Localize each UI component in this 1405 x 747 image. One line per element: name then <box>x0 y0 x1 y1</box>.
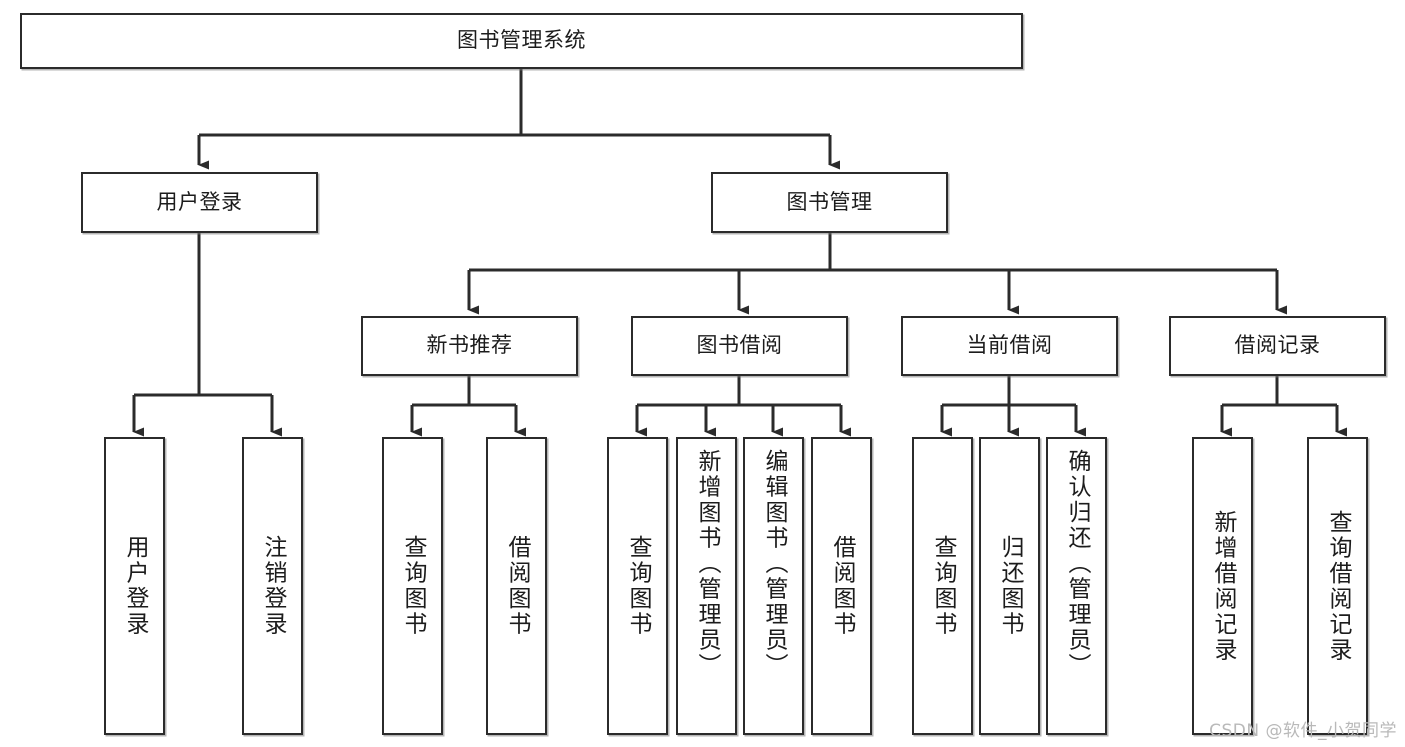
node-leaf-confirm-return[interactable]: 确认归还（管理员） <box>1046 437 1107 735</box>
node-leaf-add-borrow-record[interactable]: 新增借阅记录 <box>1192 437 1253 735</box>
node-current-borrow[interactable]: 当前借阅 <box>901 316 1118 376</box>
node-label: 借阅图书 <box>504 535 530 637</box>
node-leaf-query-book-2[interactable]: 查询图书 <box>607 437 668 735</box>
node-label: 借阅图书 <box>829 535 855 637</box>
node-label: 图书管理 <box>786 189 873 214</box>
node-label: 查询图书 <box>400 535 426 637</box>
node-label: 用户登录 <box>122 535 148 637</box>
node-label: 借阅记录 <box>1234 333 1321 358</box>
node-leaf-query-book-3[interactable]: 查询图书 <box>912 437 973 735</box>
node-leaf-borrow-book-2[interactable]: 借阅图书 <box>811 437 872 735</box>
node-label: 查询图书 <box>930 535 956 637</box>
node-label: 用户登录 <box>156 189 243 214</box>
node-label: 编辑图书（管理员） <box>761 449 787 679</box>
node-label: 确认归还（管理员） <box>1064 449 1090 679</box>
node-leaf-logout-login[interactable]: 注销登录 <box>242 437 303 735</box>
node-leaf-return-book[interactable]: 归还图书 <box>979 437 1040 735</box>
csdn-watermark: CSDN @软件_小贺同学 <box>1209 721 1397 741</box>
node-label: 查询图书 <box>625 535 651 637</box>
node-label: 图书管理系统 <box>457 28 586 53</box>
node-leaf-user-login[interactable]: 用户登录 <box>104 437 165 735</box>
node-label: 当前借阅 <box>966 333 1053 358</box>
node-label: 归还图书 <box>997 535 1023 637</box>
node-root-system[interactable]: 图书管理系统 <box>20 13 1023 69</box>
node-leaf-query-borrow-record[interactable]: 查询借阅记录 <box>1307 437 1368 735</box>
node-leaf-borrow-book-1[interactable]: 借阅图书 <box>486 437 547 735</box>
node-book-borrow[interactable]: 图书借阅 <box>631 316 848 376</box>
node-label: 新增图书（管理员） <box>694 449 720 679</box>
node-leaf-add-book[interactable]: 新增图书（管理员） <box>676 437 737 735</box>
node-leaf-edit-book[interactable]: 编辑图书（管理员） <box>743 437 804 735</box>
node-leaf-query-book-1[interactable]: 查询图书 <box>382 437 443 735</box>
node-new-book-recommend[interactable]: 新书推荐 <box>361 316 578 376</box>
node-borrow-record[interactable]: 借阅记录 <box>1169 316 1386 376</box>
node-label: 新书推荐 <box>426 333 513 358</box>
node-user-login[interactable]: 用户登录 <box>81 172 318 233</box>
node-label: 注销登录 <box>260 535 286 637</box>
node-book-management[interactable]: 图书管理 <box>711 172 948 233</box>
node-label: 新增借阅记录 <box>1210 509 1236 663</box>
node-label: 图书借阅 <box>696 333 783 358</box>
node-label: 查询借阅记录 <box>1325 509 1351 663</box>
